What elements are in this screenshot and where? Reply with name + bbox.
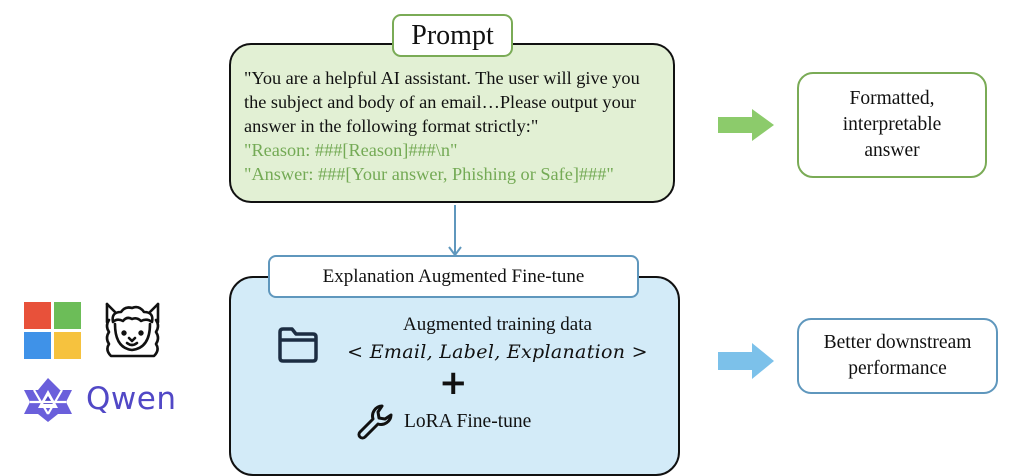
prompt-line: answer in the following format strictly:… (244, 116, 539, 136)
tuple-content: Email, Label, Explanation (369, 341, 626, 363)
qwen-logo (24, 378, 72, 422)
llama-logo (105, 302, 160, 358)
wrench-icon (357, 404, 393, 440)
ms-logo-red-square (24, 302, 51, 329)
output-line: Formatted, (849, 88, 935, 109)
plus-sign: + (439, 363, 468, 403)
blue-right-arrow (718, 343, 774, 379)
down-connector-arrow (448, 205, 462, 257)
finetune-title: Explanation Augmented Fine-tune (268, 255, 639, 298)
output-better-performance: Better downstream performance (797, 318, 998, 394)
ms-logo-yellow-square (54, 332, 81, 359)
microsoft-logo (24, 302, 81, 359)
prompt-format-answer: "Answer: ###[Your answer, Phishing or Sa… (244, 164, 614, 184)
green-right-arrow (718, 109, 774, 141)
ms-logo-green-square (54, 302, 81, 329)
output-line: Better downstream (823, 332, 972, 353)
output-line: interpretable (842, 114, 942, 135)
prompt-text: "You are a helpful AI assistant. The use… (244, 66, 674, 186)
tuple-close: > (631, 341, 648, 363)
prompt-line: "You are a helpful AI assistant. The use… (244, 68, 640, 88)
prompt-format-reason: "Reason: ###[Reason]###\n" (244, 140, 458, 160)
qwen-wordmark: Qwen (86, 381, 177, 417)
output-line: answer (864, 140, 920, 161)
prompt-title: Prompt (392, 14, 513, 57)
augmented-data-tuple: < Email, Label, Explanation > (330, 341, 665, 363)
lora-finetune-label: LoRA Fine-tune (404, 411, 532, 432)
prompt-line: the subject and body of an email…Please … (244, 92, 636, 112)
output-formatted-answer: Formatted, interpretable answer (797, 72, 987, 178)
folder-icon (278, 327, 318, 363)
augmented-data-title: Augmented training data (403, 314, 592, 335)
tuple-open: < (347, 341, 364, 363)
ms-logo-blue-square (24, 332, 51, 359)
output-line: performance (848, 358, 947, 379)
